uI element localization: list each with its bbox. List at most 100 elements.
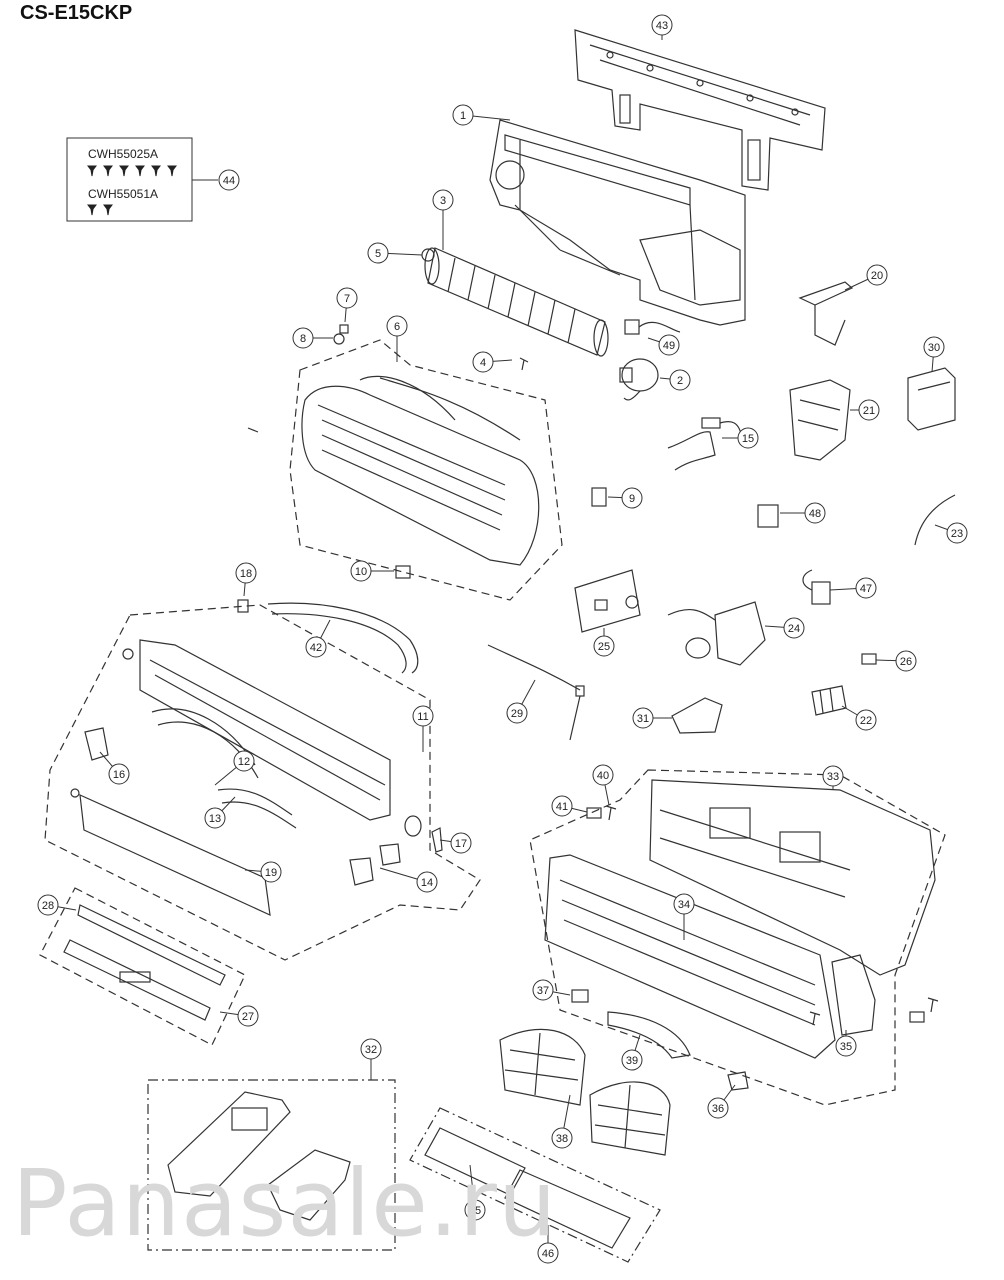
sensor-lead-part (487, 644, 585, 741)
small-clamp-part (861, 653, 877, 665)
callout-11: 11 (412, 705, 434, 752)
sensor-strip-part (607, 1011, 691, 1059)
callout-circle (506, 702, 528, 724)
callout-circle (350, 560, 372, 582)
horizontal-vane-part (70, 788, 271, 916)
callout-number: 12 (238, 756, 250, 768)
callout-circle (621, 487, 643, 509)
callout-circle (651, 14, 673, 36)
louver-group-outline (44, 604, 481, 961)
callout-number: 47 (860, 583, 872, 595)
screw-kit-a-label: CWH55025A (88, 147, 158, 161)
callout-8: 8 (292, 327, 333, 349)
callout-number: 42 (310, 642, 322, 654)
callout-number: 46 (542, 1248, 554, 1260)
callout-circle (464, 1199, 486, 1221)
callout-number: 35 (840, 1041, 852, 1053)
screw-part (605, 805, 617, 821)
callout-number: 37 (537, 985, 549, 997)
callout-7: 7 (336, 287, 358, 323)
callout-36: 36 (707, 1084, 736, 1119)
callout-circle (866, 264, 888, 286)
callout-number: 27 (242, 1011, 254, 1023)
callout-number: 10 (355, 566, 367, 578)
callout-number: 28 (42, 900, 54, 912)
screw-icon (87, 165, 97, 177)
screw-kit-b-label: CWH55051A (88, 187, 158, 201)
vane-link-part (217, 788, 297, 829)
callout-number: 39 (626, 1055, 638, 1067)
callout-number: 30 (928, 342, 940, 354)
callout-number: 45 (469, 1205, 481, 1217)
callout-number: 5 (375, 248, 381, 260)
callout-circle (946, 522, 968, 544)
callout-number: 23 (951, 528, 963, 540)
callout-13: 13 (204, 796, 236, 829)
callout-31: 31 (632, 707, 672, 729)
callout-circle (804, 502, 826, 524)
screw-part (809, 1011, 821, 1026)
callout-circle (707, 1097, 729, 1119)
callout-circle (218, 169, 240, 191)
callout-circle (658, 334, 680, 356)
callout-42: 42 (305, 619, 331, 658)
bracket-small-part (84, 727, 109, 761)
callout-circle (37, 894, 59, 916)
callout-40: 40 (592, 764, 614, 806)
screw-icon (167, 165, 177, 177)
callout-circle (472, 351, 494, 373)
callout-circle (235, 562, 257, 584)
callout-number: 18 (240, 568, 252, 580)
callout-number: 40 (597, 770, 609, 782)
callout-number: 9 (629, 493, 635, 505)
callout-number: 20 (871, 270, 883, 282)
callout-circle (592, 764, 614, 786)
clip-part (909, 1011, 925, 1023)
callout-number: 43 (656, 20, 668, 32)
callout-circle (783, 617, 805, 639)
callout-37: 37 (532, 979, 571, 1001)
chassis-part (489, 119, 746, 326)
callout-19: 19 (244, 861, 282, 883)
callout-number: 36 (712, 1103, 724, 1115)
callout-circle (386, 315, 408, 337)
holder-part (395, 565, 411, 579)
callout-number: 4 (480, 357, 486, 369)
callout-circle (108, 763, 130, 785)
clip-part (586, 807, 602, 819)
evaporator-part (247, 375, 540, 566)
relay-part (757, 504, 779, 528)
drain-pan-part (122, 639, 391, 821)
callout-circle (669, 369, 691, 391)
cap-part (333, 333, 345, 345)
screw-part (927, 997, 939, 1013)
deodorizing-filter-part (424, 1127, 631, 1249)
callout-circle (432, 189, 454, 211)
callout-16: 16 (99, 751, 130, 785)
callout-circle (416, 871, 438, 893)
callout-38: 38 (551, 1094, 573, 1149)
callout-4: 4 (472, 351, 513, 373)
callout-circle (632, 707, 654, 729)
callout-number: 29 (511, 708, 523, 720)
screw-icon (103, 165, 113, 177)
callout-circle (292, 327, 314, 349)
callout-23: 23 (934, 522, 968, 544)
tab-part (727, 1071, 749, 1091)
mounting-plate-part (574, 29, 826, 191)
louver-motor-part (667, 601, 766, 666)
electronic-box-part (789, 379, 851, 461)
screw-icon (135, 165, 145, 177)
nut-part (339, 324, 349, 334)
callout-number: 26 (900, 656, 912, 668)
callout-circle (360, 1038, 382, 1060)
callout-1: 1 (452, 104, 511, 126)
link-rod-part (431, 827, 443, 853)
label-part (571, 989, 589, 1003)
screw-icon (119, 165, 129, 177)
callout-number: 3 (440, 195, 446, 207)
title-text: CS-E15CKP (20, 2, 133, 24)
callout-circle (593, 635, 615, 657)
callout-2: 2 (659, 369, 691, 391)
